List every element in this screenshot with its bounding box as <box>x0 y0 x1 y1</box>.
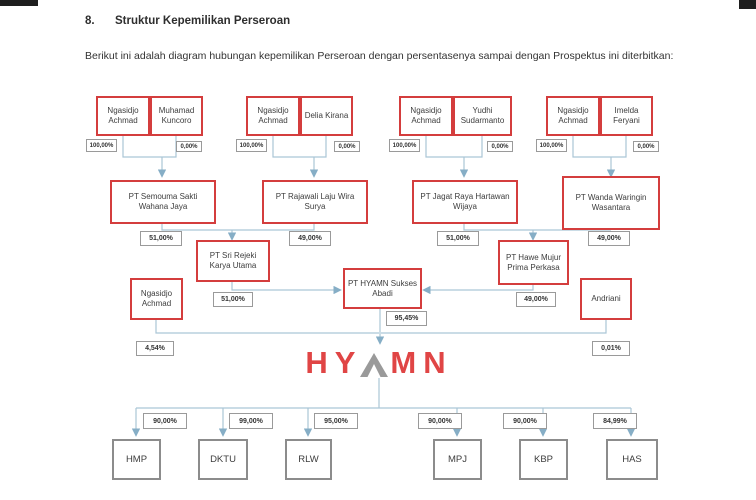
node-pt-hyamn-sukses-abadi: PT HYAMN Sukses Abadi <box>343 268 422 309</box>
node-shareholder-pair2-right: Delia Kirana <box>300 96 353 136</box>
node-shareholder-pair3-right: Yudhi Sudarmanto <box>453 96 512 136</box>
pct-label-pair4-right: 0,00% <box>633 141 659 152</box>
pct-label-hmp: 90,00% <box>143 413 187 429</box>
node-subsidiary-hmp: HMP <box>112 439 161 480</box>
node-pt-semouma: PT Semouma Sakti Wahana Jaya <box>110 180 216 224</box>
node-shareholder-pair1-right: Muhamad Kuncoro <box>150 96 203 136</box>
node-subsidiary-has: HAS <box>606 439 658 480</box>
node-pt-sri-rejeki: PT Sri Rejeki Karya Utama <box>196 240 270 282</box>
pct-label-hawe-mujur: 49,00% <box>516 292 556 307</box>
pct-label-pair2-right: 0,00% <box>334 141 360 152</box>
pct-label-pair2-left: 100,00% <box>236 139 267 152</box>
section-header: 8. Struktur Kepemilikan Perseroan <box>85 15 290 27</box>
hyamn-logo-text-left: HY <box>305 345 363 380</box>
pct-label-pair3-right: 0,00% <box>487 141 513 152</box>
hyamn-logo: HY MN <box>298 344 460 378</box>
pct-label-jagat-raya: 51,00% <box>437 231 479 246</box>
node-andriani: Andriani <box>580 278 632 320</box>
node-ngasidjo-achmad: Ngasidjo Achmad <box>130 278 183 320</box>
node-pt-rajawali: PT Rajawali Laju Wira Surya <box>262 180 368 224</box>
pct-label-pair1-left: 100,00% <box>86 139 117 152</box>
pct-label-ngasidjo: 4,54% <box>136 341 174 356</box>
node-pt-jagat-raya: PT Jagat Raya Hartawan Wijaya <box>412 180 518 224</box>
pct-label-pair1-right: 0,00% <box>176 141 202 152</box>
hyamn-logo-triangle-icon <box>360 353 389 377</box>
pct-label-has: 84,99% <box>593 413 637 429</box>
pct-label-pair3-left: 100,00% <box>389 139 420 152</box>
node-shareholder-pair4-left: Ngasidjo Achmad <box>546 96 600 136</box>
pct-label-mpj: 90,00% <box>418 413 462 429</box>
node-shareholder-pair2-left: Ngasidjo Achmad <box>246 96 300 136</box>
pct-label-sri-rejeki: 51,00% <box>213 292 253 307</box>
node-subsidiary-rlw: RLW <box>285 439 332 480</box>
pct-label-wanda: 49,00% <box>588 231 630 246</box>
node-subsidiary-mpj: MPJ <box>433 439 482 480</box>
node-pt-hawe-mujur: PT Hawe Mujur Prima Perkasa <box>498 240 569 285</box>
hyamn-logo-text-right: MN <box>390 345 453 380</box>
node-shareholder-pair1-left: Ngasidjo Achmad <box>96 96 150 136</box>
section-number: 8. <box>85 15 95 27</box>
node-subsidiary-kbp: KBP <box>519 439 568 480</box>
node-shareholder-pair3-left: Ngasidjo Achmad <box>399 96 453 136</box>
node-pt-wanda: PT Wanda Waringin Wasantara <box>562 176 660 230</box>
page-edge-artifact-left <box>0 0 38 6</box>
section-title: Struktur Kepemilikan Perseroan <box>115 15 291 27</box>
pct-label-rlw: 95,00% <box>314 413 358 429</box>
pct-label-hyamn-abadi: 95,45% <box>386 311 427 326</box>
pct-label-semouma: 51,00% <box>140 231 182 246</box>
node-shareholder-pair4-right: Imelda Feryani <box>600 96 653 136</box>
intro-paragraph: Berikut ini adalah diagram hubungan kepe… <box>85 49 674 62</box>
pct-label-andriani: 0,01% <box>592 341 630 356</box>
pct-label-pair4-left: 100,00% <box>536 139 567 152</box>
page-edge-artifact-right <box>739 0 756 9</box>
pct-label-dktu: 99,00% <box>229 413 273 429</box>
pct-label-rajawali: 49,00% <box>289 231 331 246</box>
pct-label-kbp: 90,00% <box>503 413 547 429</box>
node-subsidiary-dktu: DKTU <box>198 439 248 480</box>
